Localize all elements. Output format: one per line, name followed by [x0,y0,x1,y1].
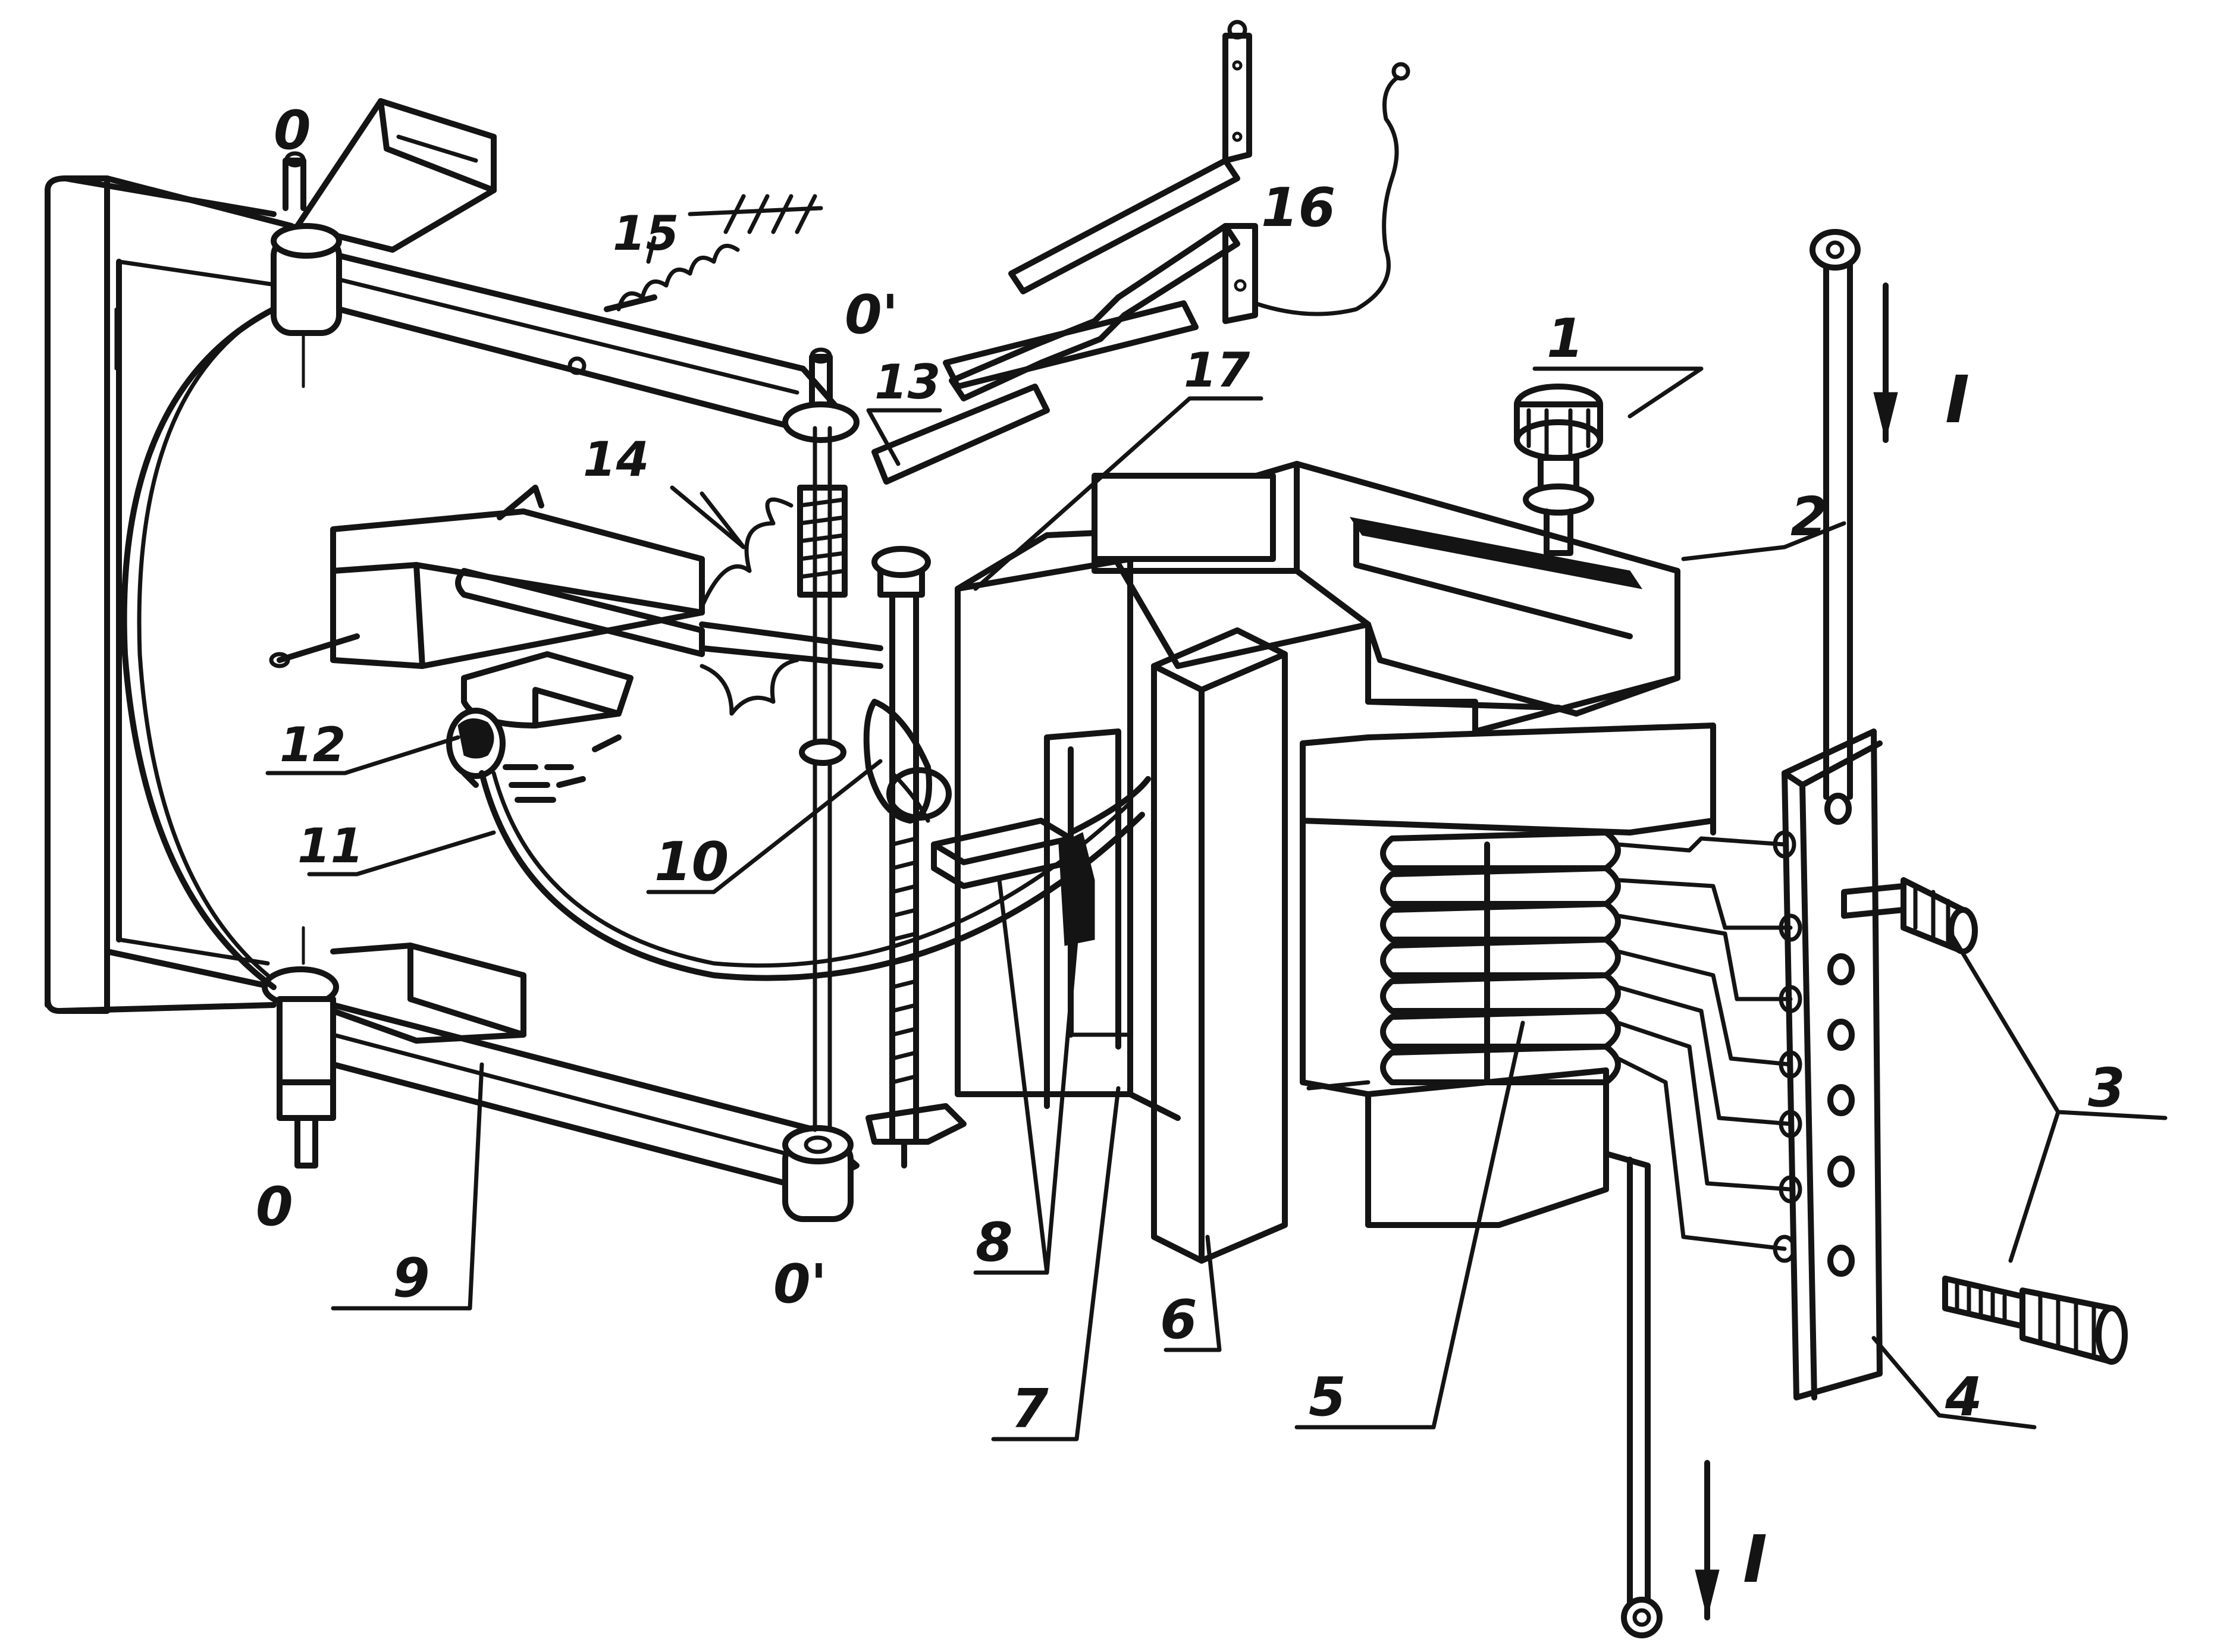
current-label-bottom: I [1743,1521,1767,1597]
current-arrow-bottom [1695,1460,1720,1620]
axis-label-o1-top: 0' [845,284,898,346]
leader-11 [307,830,496,877]
label-17: 17 [1184,343,1250,398]
leader-12 [265,735,460,775]
label-14: 14 [583,432,649,487]
lower-arm-9 [330,1002,860,1222]
axis-label-o-top: 0 [274,99,311,162]
rectangular-frame [45,175,294,1014]
leader-1 [1532,366,1704,419]
label-1: 1 [1547,307,1584,370]
armature-8 [931,776,1151,946]
current-arrow-top [1873,282,1898,443]
contact-carrier-14 [269,485,883,716]
axis-shaft-o1 [797,426,848,1132]
frame-wire [121,306,277,990]
label-2: 2 [1790,486,1828,548]
contact-springs-16 [949,20,1410,401]
adjusting-rod [865,546,967,1169]
permanent-magnet-12 [446,651,634,803]
leader-8b [973,931,1079,1275]
leader-17 [973,396,1263,591]
lower-pivot-bracket [262,926,526,1169]
leader-6 [1164,1235,1222,1352]
leader-14 [670,485,746,549]
moving-coil-11 [479,770,1145,981]
magnetic-shunt-6 [1151,627,1288,1264]
terminal-board-4 [1773,229,1883,1400]
leader-15 [646,235,657,264]
axis-label-o1-bottom: 0' [773,1253,827,1315]
adjusting-screw-1 [1514,384,1603,556]
leader-2 [1681,521,1846,561]
label-12: 12 [280,717,346,772]
axis-label-o-bottom: 0 [256,1176,293,1238]
label-10: 10 [654,831,729,893]
label-8: 8 [976,1211,1013,1274]
magnet-body-2 [1092,461,1680,734]
leader-5 [1294,1020,1525,1430]
leader-4 [1871,1336,2037,1430]
leader-8a [997,878,1049,1275]
leader-13 [866,408,942,466]
leader-lines [265,235,2168,1441]
label-5: 5 [1309,1366,1346,1428]
leader-10 [646,759,883,894]
label-15: 15 [613,206,679,261]
leader-9 [331,1062,484,1311]
upper-pivot-bracket [271,98,497,388]
leader-3b [2008,1110,2061,1263]
terminal-screw-3-lower [1942,1276,2128,1365]
upper-arm [336,253,860,443]
leader-7 [991,1086,1121,1441]
coil-winding-5 [1380,830,1621,1085]
label-9: 9 [393,1247,430,1309]
label-6: 6 [1160,1289,1197,1351]
label-7: 7 [1011,1378,1049,1440]
hair-spring-15 [604,194,823,312]
label-11: 11 [297,818,363,874]
current-label-top: I [1945,362,1970,438]
part-labels: 1 2 3 4 5 6 7 8 9 10 11 12 13 14 15 16 1… [256,99,2125,1597]
label-16: 16 [1261,177,1335,239]
label-3: 3 [2088,1057,2125,1119]
leader-3a [1949,931,2168,1120]
coil-leads [1603,836,1793,1638]
label-13: 13 [874,354,940,410]
label-4: 4 [1945,1366,1983,1428]
